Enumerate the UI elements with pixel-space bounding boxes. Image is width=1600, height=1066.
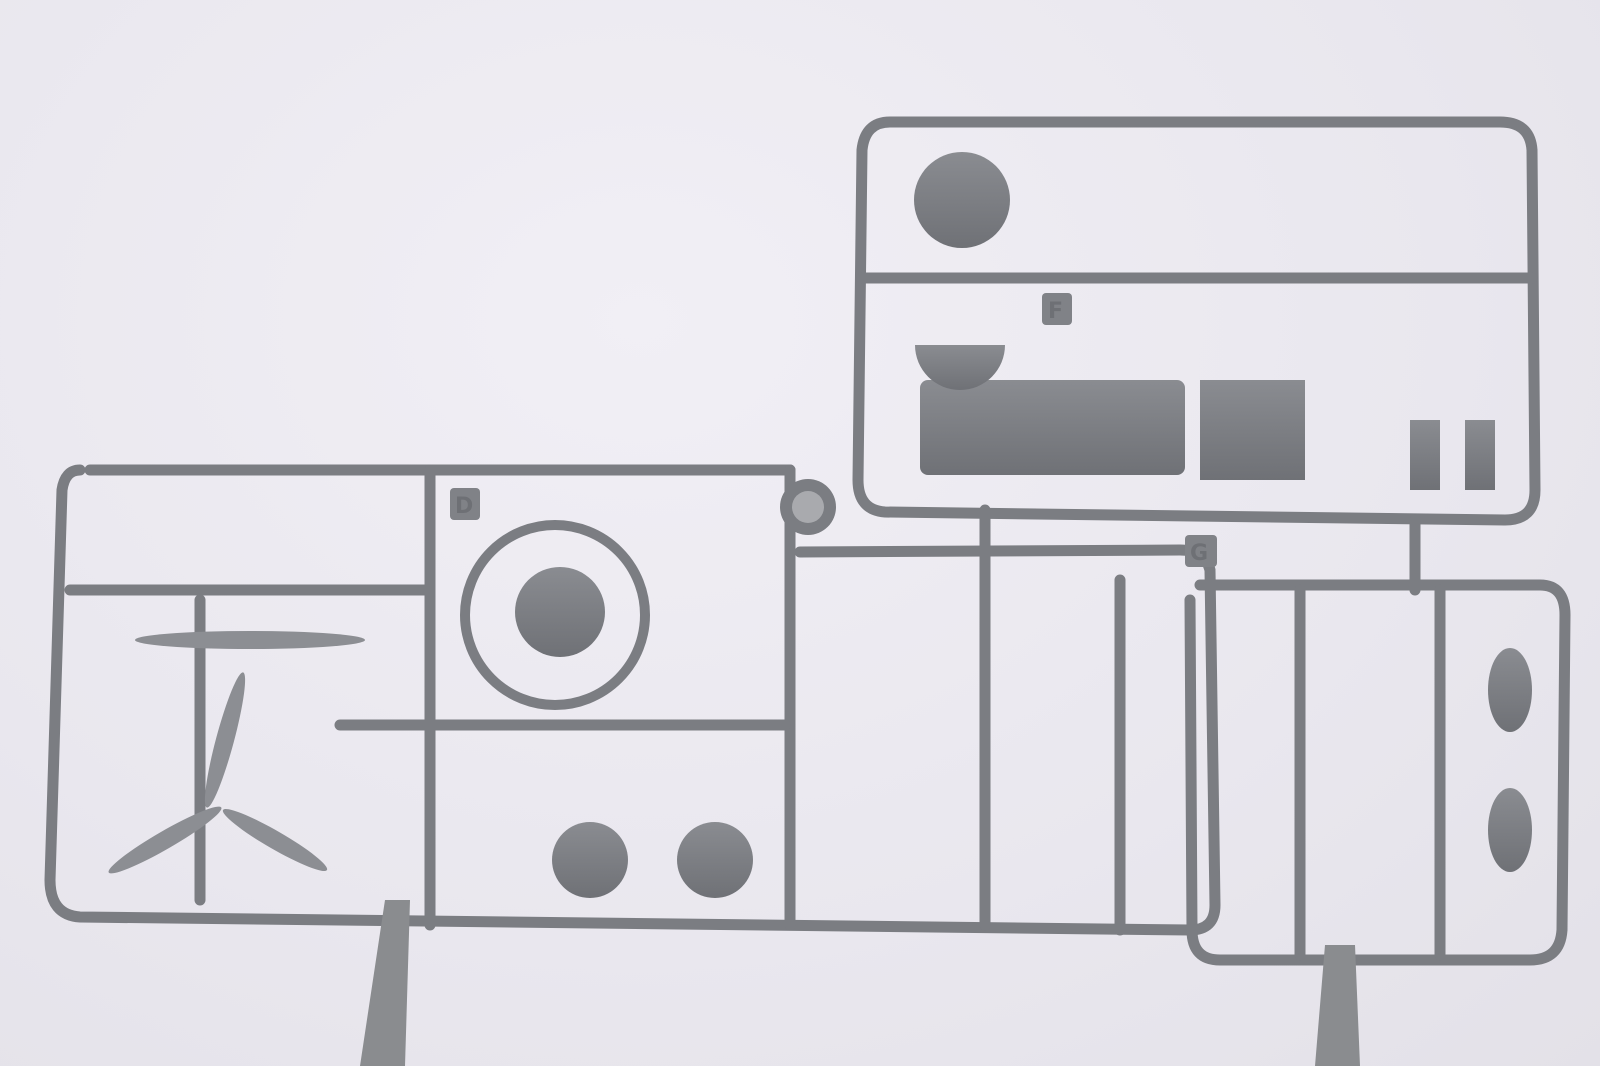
clamp-right bbox=[1315, 945, 1360, 1066]
propeller-3-blade bbox=[108, 672, 328, 874]
instrument-panel bbox=[915, 345, 1005, 390]
sprue-d-frame bbox=[44, 464, 1221, 936]
clamp-left bbox=[360, 900, 410, 1066]
sprue-label-g: G bbox=[1185, 535, 1217, 567]
sprue-g-frame bbox=[1114, 574, 1571, 966]
svg-text:F: F bbox=[1048, 299, 1063, 324]
seat-1 bbox=[1410, 420, 1440, 490]
wheel-left bbox=[552, 822, 628, 898]
seat-2 bbox=[1465, 420, 1495, 490]
propeller-2-blade bbox=[135, 631, 365, 649]
svg-text:D: D bbox=[455, 494, 473, 519]
drop-tank-2 bbox=[1488, 788, 1532, 872]
radial-engine bbox=[515, 567, 605, 657]
engine-ring bbox=[460, 520, 650, 710]
sprue-f-frame bbox=[852, 116, 1541, 931]
sprue-label-f: F bbox=[1042, 293, 1072, 325]
wheel-right bbox=[677, 822, 753, 898]
bulkhead-panel bbox=[1200, 380, 1305, 480]
cockpit-floor bbox=[920, 380, 1185, 475]
svg-text:G: G bbox=[1190, 541, 1208, 566]
drop-tank-1 bbox=[1488, 648, 1532, 732]
sprue-label-d: D bbox=[450, 488, 480, 520]
instrument-disc bbox=[914, 152, 1010, 248]
